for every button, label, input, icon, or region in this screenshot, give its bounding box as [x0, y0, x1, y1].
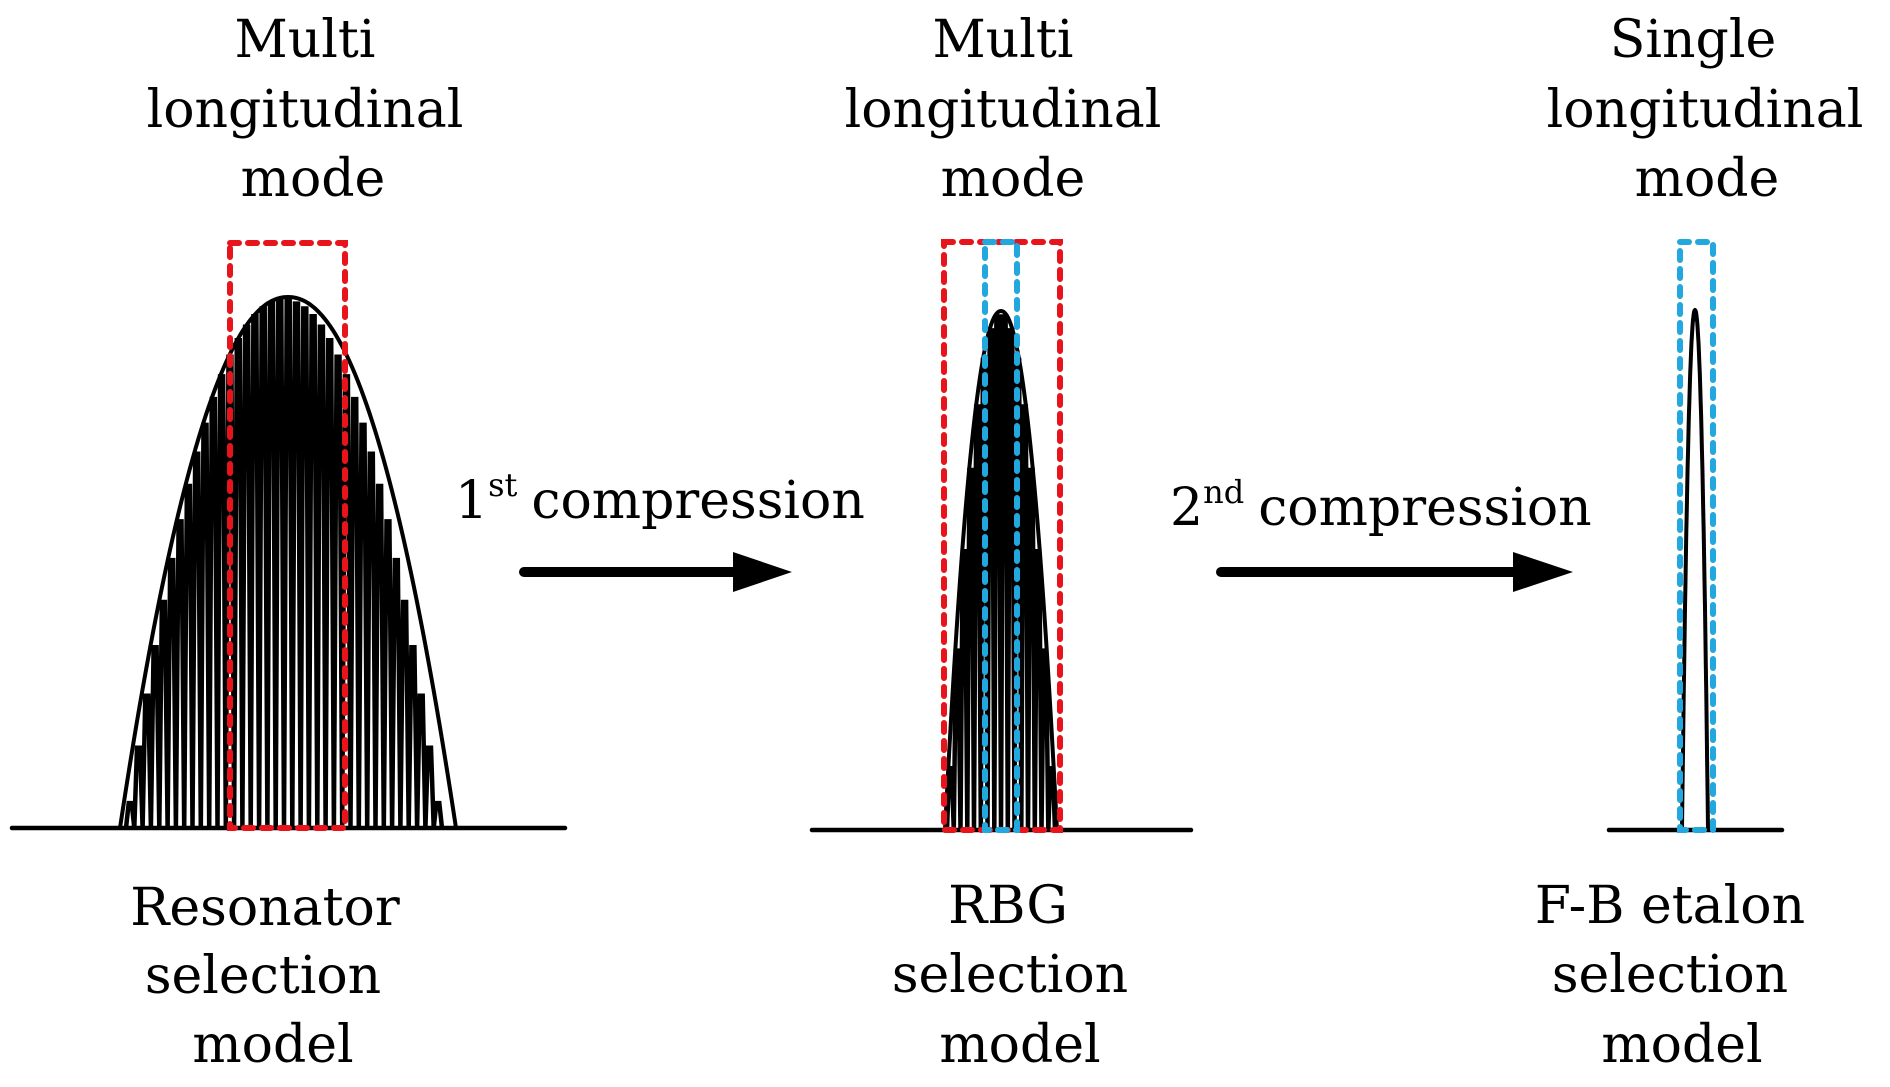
stage2-gain-envelope — [943, 309, 1059, 831]
stage-resonator: Multi longitudinal mode Resonator select… — [9, 10, 568, 1075]
stage3-caption-line2: selection — [1552, 945, 1788, 1005]
stage1-gain-envelope — [118, 295, 458, 829]
stage-rbg: Multi longitudinal mode RBG selection mo… — [809, 10, 1194, 1075]
arrow2-text: compression — [1258, 478, 1591, 538]
stage2-title-line1: Multi — [933, 10, 1074, 70]
stage1-title-line2: longitudinal — [147, 80, 464, 140]
arrow-second-compression: 2nd compression — [1170, 473, 1592, 592]
stage3-title-line1: Single — [1610, 10, 1776, 70]
stage2-title-line2: longitudinal — [845, 80, 1162, 140]
stage2-longitudinal-modes — [944, 314, 1058, 831]
arrow1-label: 1st compression — [455, 466, 865, 531]
arrow2-label: 2nd compression — [1170, 473, 1592, 538]
stage3-caption-line1: F-B etalon — [1535, 876, 1805, 936]
arrow1-ordinal: 1 — [455, 471, 488, 531]
arrow1-ordinal-suffix: st — [488, 466, 517, 504]
stage1-caption-line2: selection — [145, 946, 381, 1006]
stage1-longitudinal-modes — [123, 299, 445, 829]
stage1-caption-line1: Resonator — [130, 878, 400, 938]
stage-fb-etalon: Single longitudinal mode F-B etalon sele… — [1535, 10, 1863, 1075]
stage2-caption-line2: selection — [892, 945, 1128, 1005]
stage2-caption-line1: RBG — [948, 876, 1068, 936]
stage2-caption-line3: model — [939, 1015, 1100, 1075]
stage3-single-mode-peak — [1680, 308, 1710, 831]
arrow2-ordinal-suffix: nd — [1203, 473, 1244, 511]
stage1-title-line3: mode — [241, 149, 386, 209]
stage3-blue-filter-window — [1677, 239, 1716, 833]
stage3-title-line2: longitudinal — [1547, 80, 1864, 140]
stage1-title-line1: Multi — [235, 10, 376, 70]
stage3-caption-line3: model — [1601, 1015, 1762, 1075]
stage3-title-line3: mode — [1635, 149, 1780, 209]
stage1-red-filter-window — [227, 240, 348, 831]
arrow-first-compression: 1st compression — [455, 466, 865, 592]
arrow1-head — [733, 552, 792, 592]
arrow1-text: compression — [531, 471, 864, 531]
stage2-blue-filter-window — [982, 239, 1020, 833]
arrow2-head — [1513, 552, 1573, 592]
stage1-caption-line3: model — [192, 1015, 353, 1075]
stage2-title-line3: mode — [941, 149, 1086, 209]
arrow2-ordinal: 2 — [1170, 478, 1203, 538]
